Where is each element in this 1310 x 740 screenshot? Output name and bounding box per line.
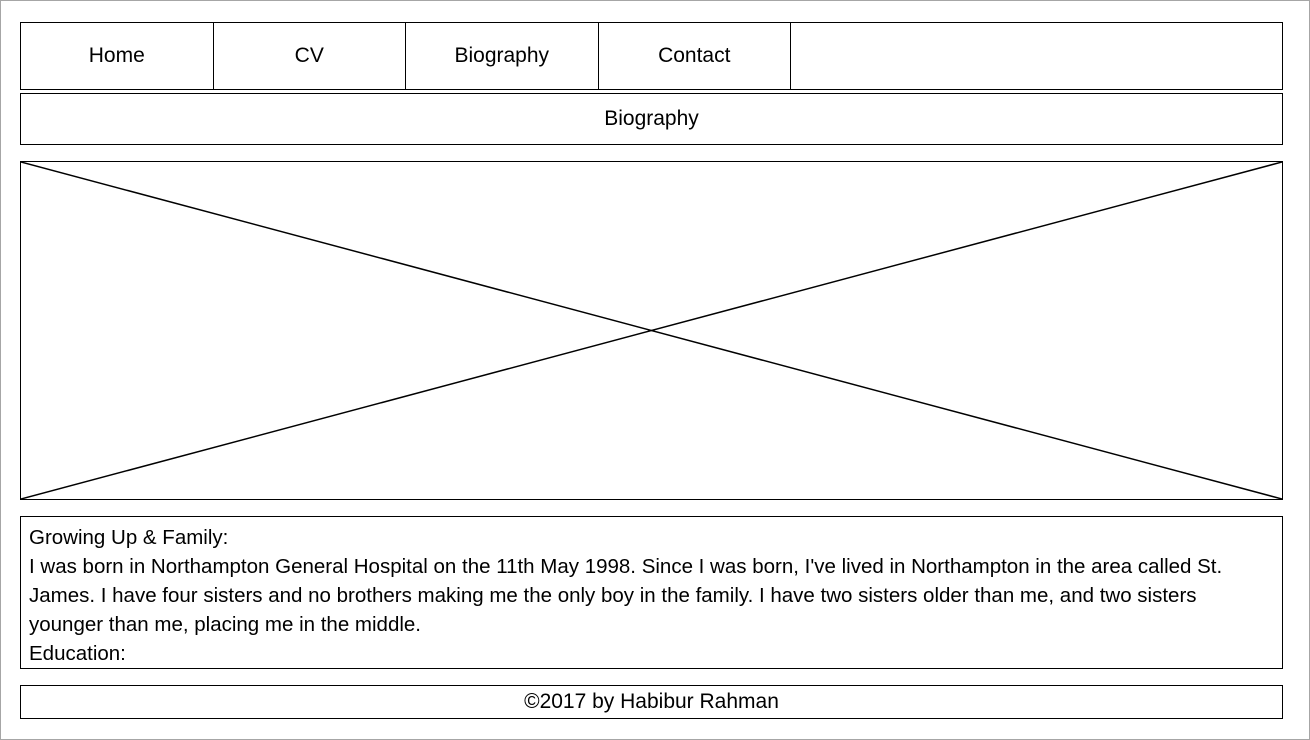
nav-empty-cell: [791, 23, 1282, 89]
section-heading-education: Education:: [29, 642, 126, 665]
main-nav: Home CV Biography Contact: [20, 22, 1283, 90]
nav-item-biography[interactable]: Biography: [406, 23, 599, 89]
biography-paragraph: I was born in Northampton General Hospit…: [29, 555, 1223, 636]
image-placeholder-cross-icon: [21, 162, 1282, 499]
nav-item-home[interactable]: Home: [21, 23, 214, 89]
biography-content: Growing Up & Family: I was born in North…: [20, 516, 1283, 669]
image-placeholder: [20, 161, 1283, 500]
page-title: Biography: [20, 93, 1283, 145]
nav-item-contact[interactable]: Contact: [599, 23, 791, 89]
footer-copyright: ©2017 by Habibur Rahman: [20, 685, 1283, 719]
nav-item-cv[interactable]: CV: [214, 23, 406, 89]
section-heading-growing-up: Growing Up & Family:: [29, 526, 229, 549]
